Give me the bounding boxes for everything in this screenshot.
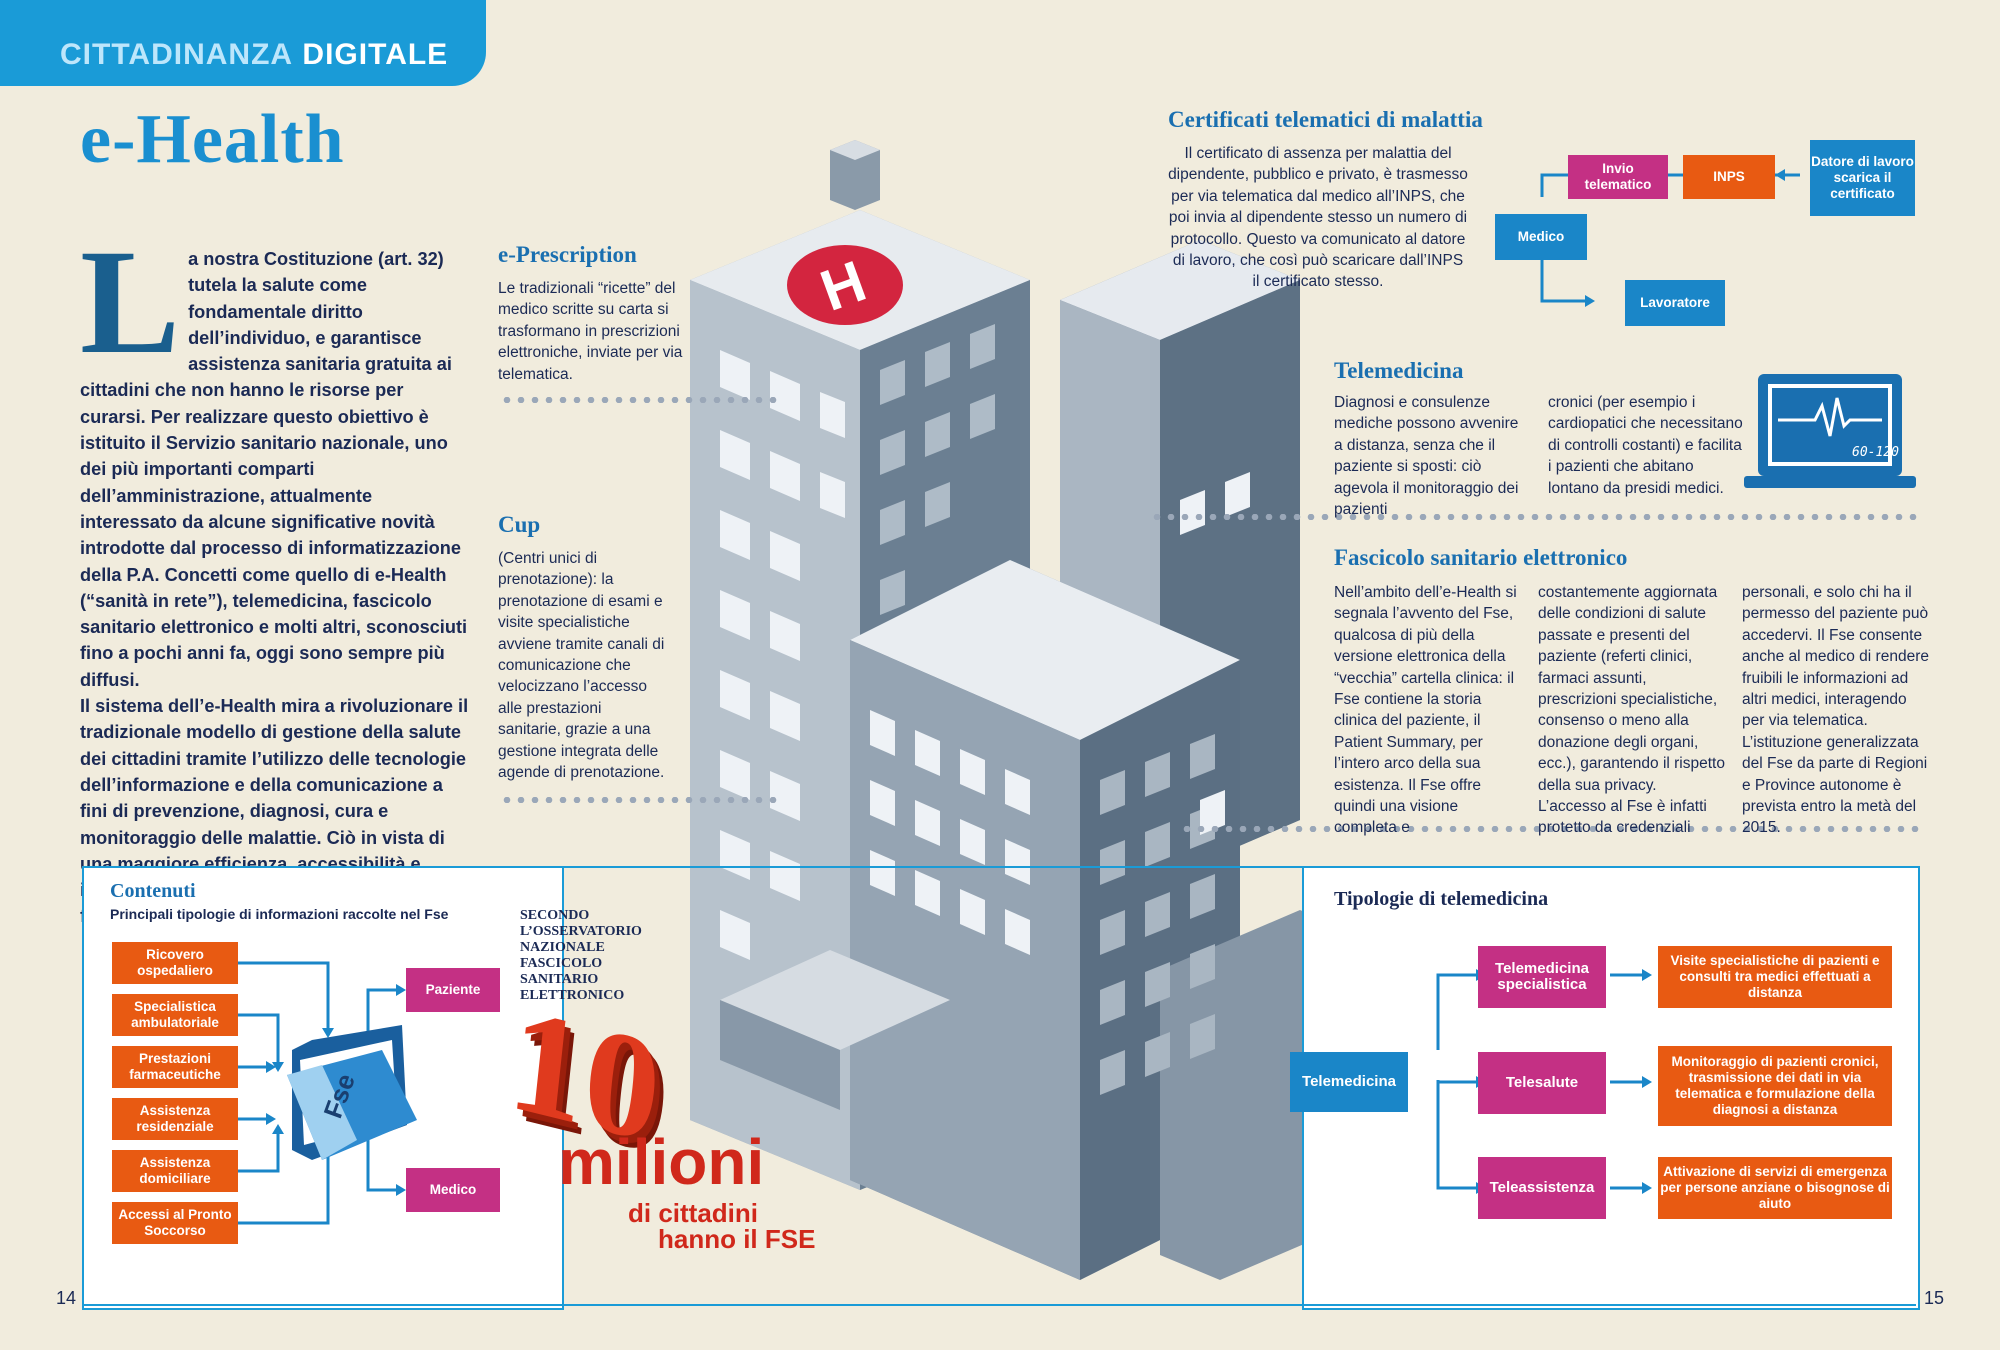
certificati-title: Certificati telematici di malattia [1168, 107, 1483, 132]
contenuti-paziente: Paziente [406, 968, 500, 1012]
eprescription-text: Le tradizionali “ricette” del medico scr… [498, 280, 683, 383]
fascicolo-text-col2: costantemente aggiornata delle condizion… [1538, 584, 1725, 837]
contenuti-item: Specialistica ambulatoriale [112, 994, 238, 1036]
flow-lavoratore: Lavoratore [1625, 280, 1725, 326]
tipologie-root: Telemedicina [1290, 1052, 1408, 1112]
stat-source: SECONDO L’OSSERVATORIO NAZIONALE FASCICO… [520, 908, 642, 1003]
telemedicina-connector [1150, 514, 1920, 520]
page-number-left: 14 [56, 1288, 77, 1308]
stat-line1: di cittadini [628, 1198, 758, 1228]
helipad-h-icon [787, 245, 903, 325]
hospital-building-illustration: H [690, 140, 1360, 1280]
cup-text: (Centri unici di prenotazione): la preno… [498, 550, 665, 782]
fascicolo-title: Fascicolo sanitario elettronico [1334, 545, 1628, 570]
tipologie-type: Telesalute [1478, 1052, 1606, 1114]
contenuti-title: Contenuti [110, 880, 196, 902]
fascicolo-text-col3: personali, e solo chi ha il permesso del… [1742, 584, 1929, 837]
tipologie-desc: Visite specialistiche di pazienti e cons… [1658, 946, 1892, 1008]
intro-paragraph-1: a nostra Costituzione (art. 32) tutela l… [80, 249, 468, 690]
section-label-light: CITTADINANZA [60, 38, 294, 71]
contenuti-item: Ricovero ospedaliero [112, 942, 238, 984]
stat-line2: hanno il FSE [658, 1224, 816, 1254]
drop-cap: L [80, 219, 181, 385]
contenuti-item: Prestazioni farmaceutiche [112, 1046, 238, 1088]
flow-inps: INPS [1683, 155, 1775, 199]
tipologie-title: Tipologie di telemedicina [1334, 888, 1549, 910]
page-number-right: 15 [1924, 1288, 1945, 1308]
fascicolo-text-col1: Nell’ambito dell’e-Health si segnala l’a… [1334, 584, 1517, 837]
tipologie-type: Teleassistenza [1478, 1157, 1606, 1219]
tipologie-type: Telemedicina specialistica [1478, 946, 1606, 1008]
certificati-text: Il certificato di assenza per malattia d… [1168, 145, 1468, 291]
eprescription-connector [500, 397, 780, 403]
flow-datore: Datore di lavoro scarica il certificato [1810, 140, 1915, 216]
section-label-bold: DIGITALE [302, 38, 449, 71]
cup-connector [500, 797, 780, 803]
section-label: CITTADINANZA DIGITALE [60, 38, 448, 72]
tipologie-desc: Monitoraggio di pazienti cronici, trasmi… [1658, 1046, 1892, 1126]
flow-invio-telematico: Invio telematico [1568, 155, 1668, 199]
telemedicina-title: Telemedicina [1334, 358, 1464, 383]
contenuti-item: Assistenza domiciliare [112, 1150, 238, 1192]
stat-unit: milioni [558, 1126, 765, 1198]
contenuti-item: Accessi al Pronto Soccorso [112, 1202, 238, 1244]
fascicolo-connector [1180, 826, 1920, 832]
panel-top-border [82, 866, 1916, 868]
monitor-icon: 60-120 [1744, 374, 1916, 488]
monitor-readout: 60-120 [1852, 445, 1899, 460]
section-header-tab: CITTADINANZA DIGITALE [0, 0, 486, 86]
cup-title: Cup [498, 512, 541, 537]
contenuti-item: Assistenza residenziale [112, 1098, 238, 1140]
fse-folder-icon: Fse [287, 1025, 417, 1160]
telemedicina-text-col2: cronici (per esempio i cardiopatici che … [1548, 394, 1743, 497]
contenuti-medico: Medico [406, 1168, 500, 1212]
contenuti-subtitle: Principali tipologie di informazioni rac… [110, 906, 449, 922]
page-title: e-Health [80, 101, 345, 178]
eprescription-title: e-Prescription [498, 242, 637, 267]
intro-text: L a nostra Costituzione (art. 32) tutela… [80, 219, 470, 930]
flow-medico: Medico [1495, 214, 1587, 260]
tipologie-desc: Attivazione di servizi di emergenza per … [1658, 1157, 1892, 1219]
panel-bottom-border [82, 1304, 1916, 1306]
telemedicina-text-col1: Diagnosi e consulenze mediche possono av… [1334, 394, 1519, 519]
